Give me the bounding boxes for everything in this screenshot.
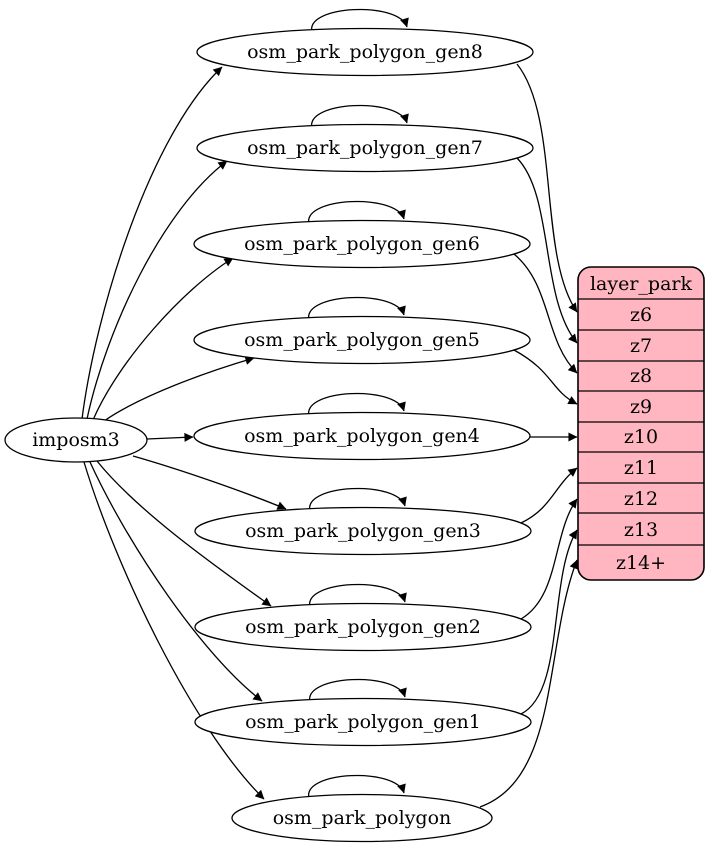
node-imposm3: imposm3 [4, 417, 148, 463]
node-label: osm_park_polygon_gen1 [245, 711, 481, 733]
edge-imposm3-to-gen2 [96, 460, 272, 607]
edge-imposm3-to-gen8 [81, 66, 223, 420]
self-loop-edges [308, 8, 409, 799]
node-ellipse [231, 793, 493, 843]
node-label: osm_park_polygon_gen4 [244, 425, 480, 447]
node-osm-park-polygon-gen8: osm_park_polygon_gen8 [196, 27, 534, 77]
node-osm-park-polygon-gen1: osm_park_polygon_gen1 [194, 697, 532, 747]
row-label: z14+ [616, 552, 666, 574]
edge-imposm3-to-gen3 [132, 455, 287, 510]
node-osm-park-polygon-gen3: osm_park_polygon_gen3 [194, 506, 532, 556]
table-row-z13: z13 [578, 519, 704, 546]
node-osm-park-polygon-gen6: osm_park_polygon_gen6 [193, 219, 531, 269]
node-ellipse [193, 411, 531, 461]
table-row-z7: z7 [578, 335, 704, 362]
edges-from-source [81, 66, 287, 800]
table-header: layer_park [578, 273, 704, 300]
node-ellipse [4, 417, 148, 463]
self-loop-gen6 [308, 200, 406, 225]
edge-imposm3-to-osm-park-polygon [83, 461, 265, 800]
table-row-z8: z8 [578, 365, 704, 392]
table-row-z10: z10 [578, 426, 704, 453]
node-ellipse [193, 315, 531, 365]
row-label: z11 [624, 457, 658, 479]
self-loop-gen1 [309, 678, 407, 703]
node-label: osm_park_polygon_gen3 [245, 520, 481, 542]
row-label: z12 [624, 488, 658, 510]
table-row-z11: z11 [578, 457, 704, 484]
row-label: z13 [624, 519, 658, 541]
node-osm-park-polygon-gen7: osm_park_polygon_gen7 [196, 123, 534, 173]
self-loop-gen8 [311, 8, 409, 33]
node-ellipse [194, 602, 532, 652]
edge-gen3-to-z11 [520, 467, 578, 524]
self-loop-gen3 [309, 487, 407, 512]
table-row-z12: z12 [578, 488, 704, 514]
table-outline [577, 266, 705, 581]
row-label: z6 [630, 304, 652, 326]
node-ellipse [193, 219, 531, 269]
row-label: z8 [630, 365, 652, 387]
node-label: osm_park_polygon_gen7 [247, 137, 483, 159]
edge-imposm3-to-gen5 [103, 356, 255, 422]
row-label: z9 [630, 396, 652, 418]
edge-gen5-to-z9 [513, 349, 578, 405]
node-osm-park-polygon-gen2: osm_park_polygon_gen2 [194, 602, 532, 652]
edge-osm-park-polygon-to-z14plus [479, 559, 579, 808]
self-loop-gen7 [311, 104, 409, 129]
node-ellipse [196, 123, 534, 173]
table-layer-park: layer_park z6 z7 z8 z9 z10 z11 z12 [577, 266, 705, 581]
table-title: layer_park [590, 273, 693, 295]
node-label: osm_park_polygon_gen6 [244, 233, 480, 255]
node-label: imposm3 [32, 429, 120, 451]
node-osm-park-polygon-gen5: osm_park_polygon_gen5 [193, 315, 531, 365]
edge-gen8-to-z6 [516, 63, 578, 313]
self-loop-gen2 [309, 583, 407, 608]
self-loop-gen4 [308, 392, 406, 417]
edge-imposm3-to-gen6 [92, 257, 234, 421]
self-loop-osm-park-polygon [308, 774, 406, 799]
node-label: osm_park_polygon_gen8 [247, 41, 483, 63]
node-ellipse [194, 697, 532, 747]
edge-imposm3-to-gen1 [89, 461, 263, 702]
node-ellipse [194, 506, 532, 556]
table-row-z6: z6 [578, 304, 704, 331]
edge-gen7-to-z7 [516, 157, 578, 344]
node-osm-park-polygon: osm_park_polygon [231, 793, 493, 843]
self-loop-gen5 [308, 296, 406, 321]
node-label: osm_park_polygon [273, 807, 452, 829]
edge-gen2-to-z12 [520, 498, 578, 620]
edge-imposm3-to-gen4 [146, 432, 194, 442]
table-row-z9: z9 [578, 396, 704, 423]
node-label: osm_park_polygon_gen5 [244, 329, 480, 351]
node-label: osm_park_polygon_gen2 [245, 616, 481, 638]
edge-gen6-to-z8 [513, 253, 578, 374]
row-label: z7 [630, 335, 652, 357]
edges-to-table [479, 63, 579, 808]
node-osm-park-polygon-gen4: osm_park_polygon_gen4 [193, 411, 531, 461]
edge-imposm3-to-gen7 [86, 160, 228, 420]
table-row-z14plus: z14+ [616, 552, 666, 574]
row-label: z10 [624, 426, 658, 448]
node-ellipse [196, 27, 534, 77]
edge-gen1-to-z13 [520, 529, 578, 715]
